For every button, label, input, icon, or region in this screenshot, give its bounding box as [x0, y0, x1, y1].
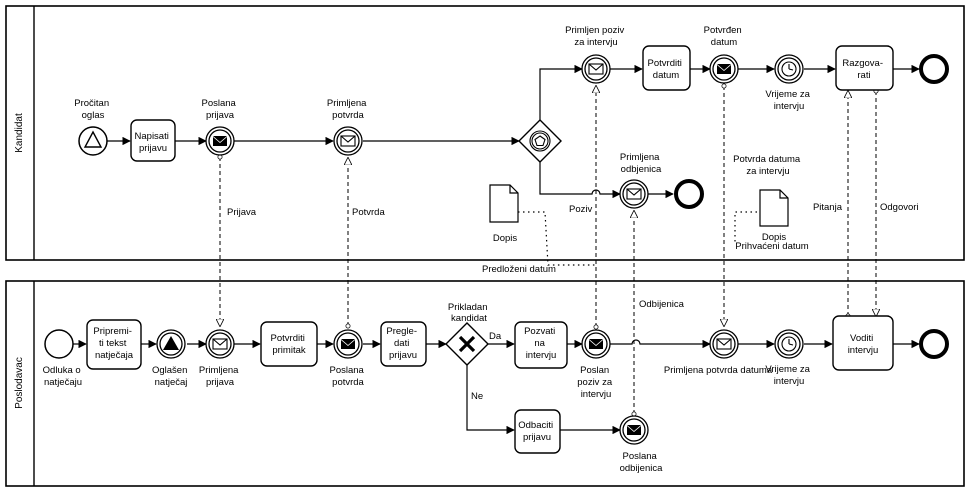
- candidate-start-event: Pročitan oglas: [74, 98, 112, 156]
- event-sent-confirmation-label: Poslana potvrda: [330, 365, 367, 388]
- message-flows: [220, 86, 876, 414]
- employer-timer-event: [774, 329, 804, 359]
- employer-start-label: Odluka o natječaju: [43, 365, 84, 388]
- pentagon-icon: [534, 135, 546, 147]
- event-sent-application: [205, 126, 235, 156]
- event-confirmed-date: [709, 54, 739, 84]
- event-sent-invite: [581, 329, 611, 359]
- data-object-confirmation-title: Potvrda datuma za intervju: [733, 154, 803, 177]
- candidate-end-event: [919, 54, 949, 84]
- task-conduct-interview[interactable]: Voditi intervju: [832, 315, 894, 371]
- event-sent-invite-label: Poslan poziv za intervju: [577, 365, 615, 400]
- gateway-no-label: Ne: [471, 391, 483, 402]
- task-talk-label: Razgova- rati: [842, 58, 885, 81]
- msg-rejection-label: Odbijenica: [639, 299, 685, 310]
- task-prepare-text-label: Pripremi- ti tekst natječaja: [93, 326, 134, 361]
- task-invite[interactable]: Pozvati na intervju: [514, 321, 568, 369]
- task-confirm-receipt[interactable]: Potvrditi primitak: [260, 321, 318, 367]
- employer-start-event: [44, 329, 74, 359]
- pool-employer-label: Poslodavac: [14, 357, 25, 409]
- employer-end-event: [919, 329, 949, 359]
- event-sent-confirmation: [333, 329, 363, 359]
- x-icon: [458, 335, 476, 353]
- event-received-rejection-label: Primljena odbjenica: [620, 152, 662, 175]
- clock-icon: [781, 61, 797, 77]
- task-invite-label: Pozvati na intervju: [524, 326, 558, 361]
- task-review-application-label: Pregle- dati prijavu: [386, 326, 419, 361]
- event-received-invite-label: Primljen poziv za intervju: [565, 25, 627, 48]
- msg-proposed-date-label: Predloženi datum: [482, 264, 556, 275]
- event-confirmed-date-label: Potvrđen datum: [704, 25, 745, 48]
- task-write-application[interactable]: Napisati prijavu: [130, 119, 176, 162]
- exclusive-gateway: [445, 322, 489, 366]
- task-confirm-receipt-label: Potvrditi primitak: [271, 333, 308, 356]
- event-received-application: [205, 329, 235, 359]
- data-object-dopis: [489, 184, 519, 223]
- task-write-application-label: Napisati prijavu: [135, 131, 172, 154]
- triangle-icon: [163, 336, 179, 350]
- event-received-date-label: Primljena potvrda datuma: [664, 365, 773, 376]
- envelope-icon: [212, 338, 228, 350]
- event-sent-application-label: Poslana prijava: [202, 98, 239, 121]
- event-received-confirmation-label: Primljena potvrda: [327, 98, 369, 121]
- clock-icon: [781, 336, 797, 352]
- envelope-icon: [589, 339, 603, 349]
- candidate-reject-end-event: [674, 179, 704, 209]
- msg-answers-label: Odgovori: [880, 202, 919, 213]
- envelope-icon: [626, 188, 642, 200]
- accepted-date-label: Prihvaćeni datum: [735, 241, 808, 252]
- task-confirm-date-label: Potvrditi datum: [648, 58, 685, 81]
- msg-question-label: Pitanja: [813, 202, 843, 213]
- exclusive-gateway-label: Prikladan kandidat: [448, 302, 490, 324]
- employer-timer-label: Vrijeme za intervju: [765, 364, 812, 387]
- task-talk[interactable]: Razgova- rati: [835, 45, 894, 91]
- event-sent-rejection-label: Poslana odbijenica: [620, 451, 663, 474]
- event-received-invite: [581, 54, 611, 84]
- task-reject-application[interactable]: Odbaciti prijavu: [514, 409, 561, 454]
- pool-candidate-label: Kandidat: [14, 113, 25, 153]
- event-received-confirmation: [333, 126, 363, 156]
- candidate-timer-event: [774, 54, 804, 84]
- candidate-timer-label: Vrijeme za intervju: [765, 89, 812, 112]
- task-confirm-date[interactable]: Potvrditi datum: [642, 45, 691, 91]
- data-object-dopis-label: Dopis: [493, 233, 518, 244]
- gateway-yes-label: Da: [489, 331, 502, 342]
- event-based-gateway: [518, 119, 562, 163]
- candidate-start-label: Pročitan oglas: [74, 98, 112, 121]
- envelope-icon: [588, 63, 604, 75]
- data-object-confirmation: [759, 189, 789, 227]
- envelope-icon: [341, 339, 355, 349]
- event-received-application-label: Primljena prijava: [199, 365, 241, 388]
- envelope-icon: [340, 135, 356, 147]
- task-reject-application-label: Odbaciti prijavu: [518, 420, 556, 443]
- msg-confirmation-label: Potvrda: [352, 207, 385, 218]
- event-announced-label: Oglašen natječaj: [152, 365, 190, 388]
- triangle-icon: [83, 130, 103, 148]
- msg-application-label: Prijava: [227, 207, 257, 218]
- event-received-rejection: [619, 179, 649, 209]
- envelope-icon: [627, 425, 641, 435]
- envelope-icon: [717, 64, 731, 74]
- task-conduct-interview-label: Voditi intervju: [848, 333, 879, 356]
- envelope-icon: [213, 136, 227, 146]
- event-sent-rejection: [619, 415, 649, 445]
- envelope-icon: [716, 338, 732, 350]
- event-received-date: [709, 329, 739, 359]
- data-object-confirmation-label: Dopis: [762, 232, 787, 243]
- msg-invite-label: Poziv: [569, 204, 592, 215]
- task-prepare-text[interactable]: Pripremi- ti tekst natječaja: [86, 319, 142, 370]
- task-review-application[interactable]: Pregle- dati prijavu: [380, 321, 427, 367]
- event-announced: [156, 329, 186, 359]
- pool-employer: Poslodavac: [5, 280, 965, 487]
